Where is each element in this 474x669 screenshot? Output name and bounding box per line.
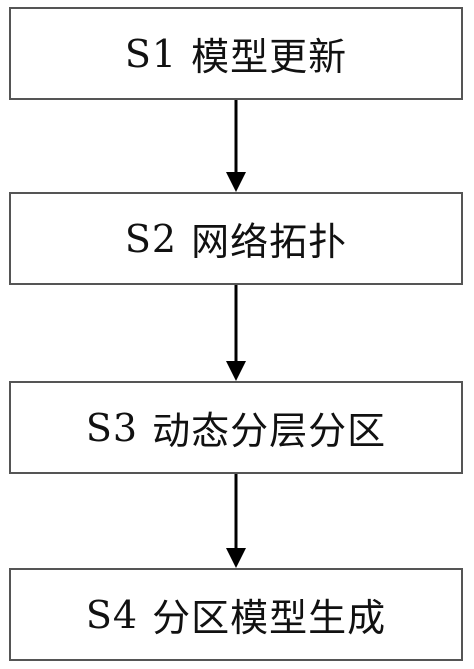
step-label-s4: 分区模型生成 — [152, 596, 387, 640]
step-id-s4: S4 — [85, 592, 139, 637]
step-id-s1: S1 — [124, 31, 178, 76]
step-box-s1: S1 模型更新 — [9, 7, 463, 100]
step-box-s4: S4 分区模型生成 — [9, 568, 463, 661]
step-label-s3: 动态分层分区 — [152, 409, 387, 453]
step-id-s2: S2 — [124, 216, 178, 261]
step-label-s2: 网络拓扑 — [191, 220, 348, 264]
step-box-s2: S2 网络拓扑 — [9, 192, 463, 285]
arrow-s3-to-s4 — [0, 474, 474, 568]
arrow-s2-to-s3 — [0, 285, 474, 381]
step-box-s3: S3 动态分层分区 — [9, 381, 463, 474]
step-id-s3: S3 — [85, 405, 139, 450]
arrow-s1-to-s2 — [0, 100, 474, 192]
arrow-s2-to-s3-icon — [226, 285, 246, 381]
arrow-s3-to-s4-icon — [226, 474, 246, 568]
step-label-s1: 模型更新 — [191, 35, 348, 79]
arrow-s1-to-s2-icon — [226, 100, 246, 192]
